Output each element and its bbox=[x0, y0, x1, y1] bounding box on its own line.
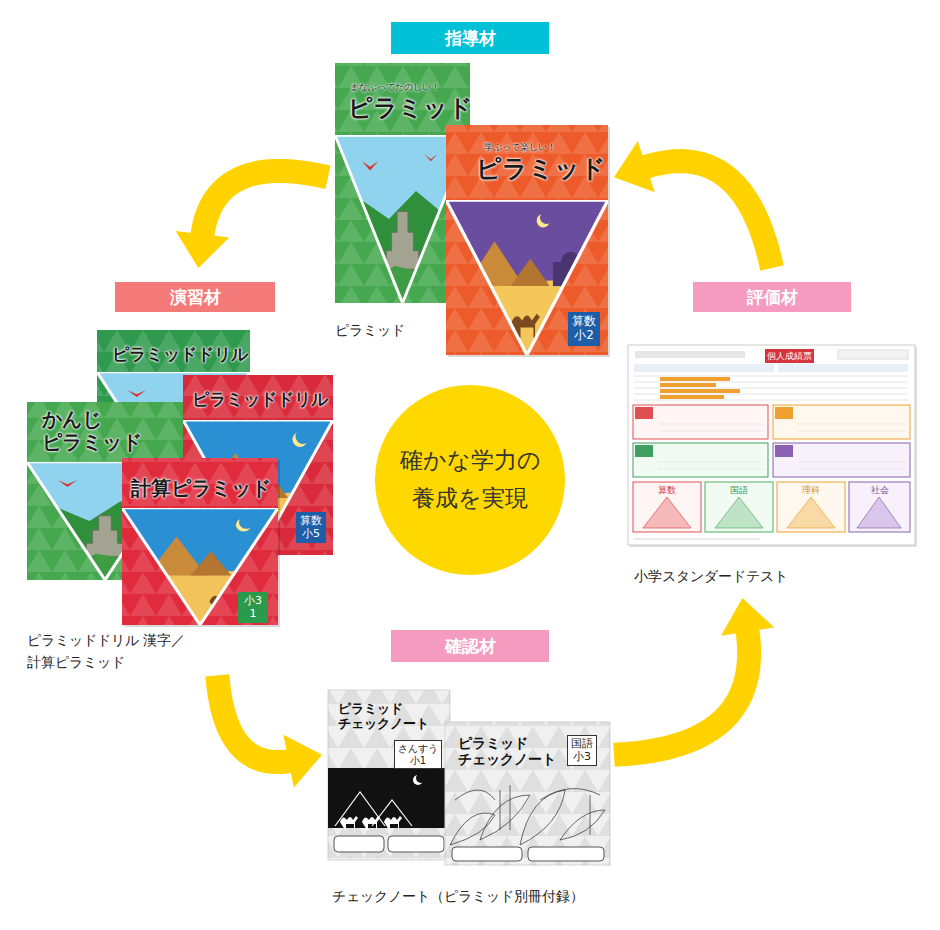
subject-badge: 国語 小3 bbox=[567, 735, 597, 766]
cover-title: ピラミッド bbox=[348, 95, 473, 123]
cover-title: ピラミッド チェックノート bbox=[338, 702, 434, 732]
material-group: 指導材ピラミッド bbox=[328, 18, 614, 350]
goal-circle-shape bbox=[375, 385, 565, 575]
cover-title: ピラミッドドリル bbox=[192, 390, 328, 410]
cycle-arrow bbox=[217, 675, 322, 787]
grade-badge: 小3 1 bbox=[238, 592, 268, 623]
grade-badge: 算数 小5 bbox=[296, 512, 326, 543]
cycle-arrow bbox=[176, 171, 328, 268]
arrow-head bbox=[721, 598, 774, 636]
cover-tagline: 学ぶって楽しい！ bbox=[484, 142, 556, 152]
cycle-arrow bbox=[614, 141, 772, 268]
cover-title: ピラミッドドリル bbox=[112, 345, 248, 365]
material-group: 演習材ピラミッドドリル 漢字／計算ピラミッド bbox=[22, 268, 337, 675]
cover-title: ピラミッド bbox=[476, 155, 606, 184]
subject-badge: さんすう 小1 bbox=[394, 740, 442, 769]
arrow-head bbox=[614, 141, 655, 192]
subject-name: 算数 bbox=[658, 485, 676, 495]
category-tag: 確認材 bbox=[391, 630, 549, 662]
goal-text: 確かな学力の 養成を実現 bbox=[395, 442, 545, 518]
sheet-heading: 個人成績票 bbox=[765, 349, 814, 363]
cover-scene bbox=[446, 200, 608, 355]
goal-circle: 確かな学力の 養成を実現 bbox=[375, 385, 565, 575]
cover-scene bbox=[122, 508, 278, 625]
cycle-arrow bbox=[614, 598, 774, 755]
subject-name: 社会 bbox=[871, 485, 889, 495]
subject-name: 理科 bbox=[802, 485, 820, 495]
book-cover bbox=[122, 458, 280, 627]
caption: 小学スタンダードテスト bbox=[634, 566, 874, 588]
category-tag: 指導材 bbox=[391, 22, 549, 54]
cover-title: かんじ ピラミッド bbox=[42, 408, 150, 454]
grade-badge: 算数 小2 bbox=[568, 312, 600, 346]
material-group: 確認材チェックノート（ピラミッド別冊付録） bbox=[322, 628, 614, 910]
arrow-shaft bbox=[217, 675, 292, 762]
arrow-head bbox=[176, 231, 230, 268]
check-note-cover bbox=[328, 690, 450, 860]
book-cover bbox=[446, 125, 610, 357]
goal-circle-fill bbox=[375, 385, 565, 575]
arrow-shaft bbox=[202, 171, 328, 238]
arrow-shaft bbox=[642, 161, 772, 268]
cover-title: ピラミッド チェックノート bbox=[458, 735, 558, 767]
caption: チェックノート（ピラミッド別冊付録） bbox=[332, 886, 610, 908]
caption: ピラミッドドリル 漢字／計算ピラミッド bbox=[27, 630, 192, 673]
cover-title: 計算ピラミッド bbox=[131, 477, 271, 500]
category-tag: 演習材 bbox=[115, 282, 275, 312]
arrow-shaft bbox=[614, 628, 749, 755]
test-report-sheet bbox=[628, 345, 917, 547]
check-note-cover bbox=[445, 722, 610, 865]
subject-name: 国語 bbox=[730, 485, 748, 495]
caption: ピラミッド bbox=[335, 320, 535, 342]
arrow-head bbox=[283, 735, 322, 788]
category-tag: 評価材 bbox=[693, 282, 851, 312]
cover-tagline: まなぶってたのしい！ bbox=[350, 82, 440, 92]
material-group: 評価材小学スタンダードテスト bbox=[624, 268, 920, 598]
